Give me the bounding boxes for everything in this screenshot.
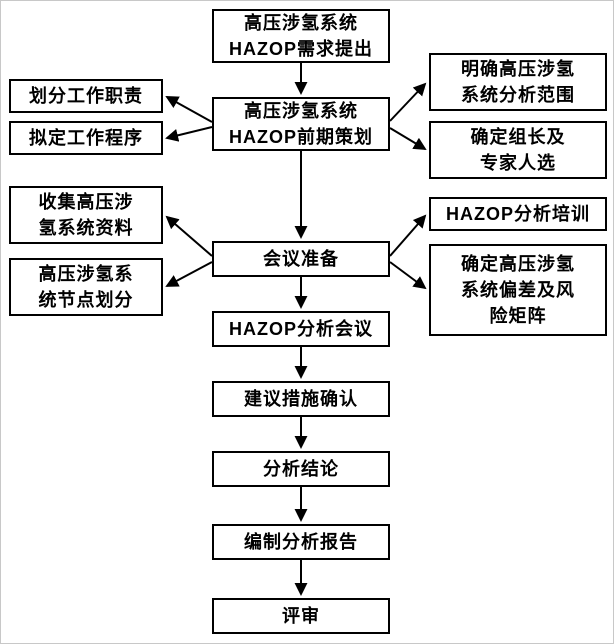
node-hazop-training: HAZOP分析培训 <box>429 197 607 231</box>
arrow-planning-to-procedures <box>165 126 213 142</box>
node-draft-procedures: 拟定工作程序 <box>9 121 163 155</box>
node-clarify-analysis-scope: 明确高压涉氢 系统分析范围 <box>429 53 607 111</box>
node-hazop-requirement: 高压涉氢系统 HAZOP需求提出 <box>212 9 390 63</box>
node-compile-report: 编制分析报告 <box>212 524 390 560</box>
node-measures-confirmation: 建议措施确认 <box>212 381 390 417</box>
node-meeting-preparation: 会议准备 <box>212 241 390 277</box>
node-hazop-preplanning: 高压涉氢系统 HAZOP前期策划 <box>212 97 390 151</box>
arrow-meeting-prep-to-training <box>389 214 427 257</box>
node-select-leader-experts: 确定组长及 专家人选 <box>429 121 607 179</box>
node-analysis-conclusion: 分析结论 <box>212 451 390 487</box>
node-deviation-risk-matrix: 确定高压涉氢 系统偏差及风 险矩阵 <box>429 244 607 336</box>
arrow-planning-to-duties <box>165 96 213 123</box>
arrow-meeting-prep-to-risk-matrix <box>389 261 427 290</box>
node-hazop-analysis-meeting: HAZOP分析会议 <box>212 311 390 347</box>
arrow-meeting-prep-to-node-division <box>165 261 213 287</box>
arrow-planning-to-leader <box>389 127 427 151</box>
node-divide-duties: 划分工作职责 <box>9 79 163 113</box>
node-collect-system-data: 收集高压涉 氢系统资料 <box>9 186 163 244</box>
arrow-planning-to-scope <box>389 82 427 122</box>
node-review: 评审 <box>212 598 390 634</box>
arrow-meeting-prep-to-collect-data <box>165 215 213 257</box>
node-system-node-division: 高压涉氢系 统节点划分 <box>9 258 163 316</box>
